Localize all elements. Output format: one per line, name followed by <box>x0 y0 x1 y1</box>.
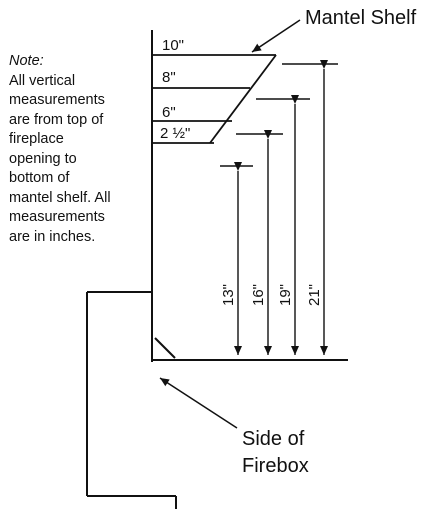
note-block: Note: All vertical measurements are from… <box>9 52 159 247</box>
mantel-shelf-label: Mantel Shelf <box>305 7 417 29</box>
height-dimension-lines <box>234 60 328 355</box>
side-of-firebox-label-line2: Firebox <box>242 455 309 477</box>
height-label-16: 16" <box>250 284 267 306</box>
height-label-13: 13" <box>220 284 237 306</box>
note-line: opening to <box>9 150 77 167</box>
shelf-depth-6: 6" <box>162 104 176 121</box>
note-line: measurements <box>9 209 105 225</box>
shelf-depth-labels: 10" 8" 6" 2 ½" <box>160 37 190 142</box>
height-labels: 13" 16" 19" 21" <box>220 284 323 306</box>
note-line: All vertical <box>9 72 76 89</box>
note-line: fireplace <box>9 131 64 147</box>
mantel-shelf-leader <box>251 19 301 53</box>
note-line: are from top of <box>9 111 104 128</box>
height-label-21: 21" <box>306 284 323 306</box>
note-line: bottom of <box>9 170 70 186</box>
note-line: measurements <box>9 92 105 108</box>
wall-outline <box>86 30 177 509</box>
note-line: are in inches. <box>9 228 96 245</box>
shelf-depth-2-5: 2 ½" <box>160 125 190 142</box>
shelf-depth-10: 10" <box>162 37 184 54</box>
side-of-firebox-leader <box>159 377 238 429</box>
shelf-depth-8: 8" <box>162 69 176 86</box>
height-reference-ticks <box>220 63 338 167</box>
fireplace-opening <box>152 337 348 361</box>
note-title: Note: <box>9 53 44 69</box>
mantel-shelf-profile <box>152 54 277 144</box>
note-line: mantel shelf. All <box>9 189 111 206</box>
height-label-19: 19" <box>277 284 294 306</box>
side-of-firebox-label-line1: Side of <box>242 428 305 450</box>
